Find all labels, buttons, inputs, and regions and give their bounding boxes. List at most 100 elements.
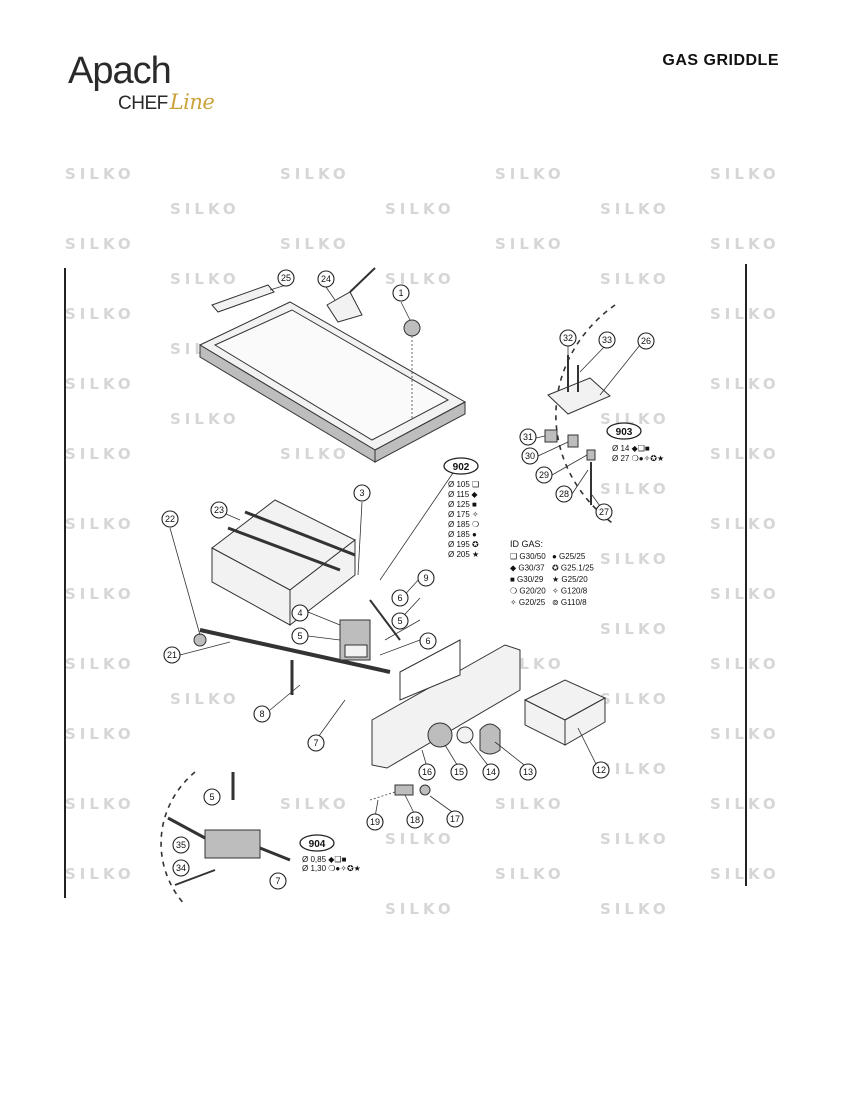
callout-number: 35 xyxy=(176,840,186,850)
callout-circle xyxy=(535,466,553,484)
leader-lines xyxy=(169,284,641,818)
gas-id-right-column: ● G25/25✪ G25.1/25★ G25/20✧ G120/8⊚ G110… xyxy=(552,552,594,607)
watermark-text: SILKO xyxy=(65,445,135,463)
callout-number: 22 xyxy=(165,514,175,524)
callout-number: 3 xyxy=(359,488,364,498)
callout-circle xyxy=(291,627,309,645)
brand-name: Apach xyxy=(68,50,172,92)
watermark-text: SILKO xyxy=(710,165,780,183)
brand-sub: CHEF xyxy=(118,93,168,114)
document-title: GAS GRIDDLE xyxy=(662,52,779,69)
legend-entry: Ø 115 ◆ xyxy=(448,490,478,499)
callout-circle xyxy=(353,484,371,502)
watermark-text: SILKO xyxy=(65,375,135,393)
badge-904-label: 904 xyxy=(309,839,326,850)
watermark-text: SILKO xyxy=(600,900,670,918)
callout-number: 5 xyxy=(209,792,214,802)
control-panel xyxy=(371,639,521,769)
brand-subline: CHEFLine xyxy=(118,92,215,114)
legend-entry: Ø 14 ◆❑■ xyxy=(612,444,650,453)
legend-entry: ■ G30/29 xyxy=(510,575,544,584)
watermark-text: SILKO xyxy=(710,585,780,603)
legend-entry: Ø 27 ❍●✧✪★ xyxy=(612,454,664,463)
watermark-text: SILKO xyxy=(280,165,350,183)
watermark-text: SILKO xyxy=(280,795,350,813)
callout-number: 34 xyxy=(176,863,186,873)
callout-number: 5 xyxy=(297,631,302,641)
callout-group: 1345556677891213141516171819212223242526… xyxy=(161,269,655,890)
callout-circle xyxy=(366,813,384,831)
pilot-assembly xyxy=(544,355,611,505)
watermark-text: SILKO xyxy=(170,270,240,288)
callout-number: 21 xyxy=(167,650,177,660)
watermark-text: SILKO xyxy=(65,725,135,743)
gas-id-legend: ID GAS: ❑ G30/50◆ G30/37■ G30/29❍ G20/20… xyxy=(510,539,594,607)
watermark-text: SILKO xyxy=(710,235,780,253)
detail-904-boundary xyxy=(160,771,196,906)
callout-circle xyxy=(419,632,437,650)
legend-entry: Ø 185 ❍ xyxy=(448,520,479,529)
callout-number: 19 xyxy=(370,817,380,827)
callout-number: 32 xyxy=(563,333,573,343)
watermark-text: SILKO xyxy=(710,655,780,673)
watermark-text: SILKO xyxy=(170,410,240,428)
callout-circle xyxy=(446,810,464,828)
watermark-text: SILKO xyxy=(65,865,135,883)
legend-entry: ◆ G30/37 xyxy=(510,564,545,573)
watermark-text: SILKO xyxy=(710,445,780,463)
callout-number: 29 xyxy=(539,470,549,480)
watermark-text: SILKO xyxy=(495,865,565,883)
legend-entry: Ø 175 ✧ xyxy=(448,510,479,519)
callout-number: 25 xyxy=(281,273,291,283)
watermark-text: SILKO xyxy=(170,200,240,218)
badge-902-label: 902 xyxy=(453,462,470,473)
legend-entry: Ø 125 ■ xyxy=(448,500,477,509)
callout-circle xyxy=(519,763,537,781)
callout-number: 12 xyxy=(596,765,606,775)
frame-left-line xyxy=(64,268,66,898)
watermark-text: SILKO xyxy=(280,235,350,253)
watermark-text: SILKO xyxy=(600,480,670,498)
callout-circle xyxy=(277,269,295,287)
watermark-text: SILKO xyxy=(600,550,670,568)
callout-number: 31 xyxy=(523,432,533,442)
callout-circle xyxy=(253,705,271,723)
legend-entry: Ø 185 ● xyxy=(448,530,477,539)
brand-logo: Apach CHEFLine xyxy=(68,52,228,114)
watermark-text: SILKO xyxy=(385,270,455,288)
callout-circle xyxy=(519,428,537,446)
watermark-text: SILKO xyxy=(600,270,670,288)
knob-part xyxy=(403,319,421,337)
callout-circle xyxy=(637,332,655,350)
callout-circle xyxy=(317,270,335,288)
callout-circle xyxy=(406,811,424,829)
callout-circle xyxy=(269,872,287,890)
legend-entry: ⊚ G110/8 xyxy=(552,598,587,607)
watermark-text: SILKO xyxy=(495,235,565,253)
callout-number: 23 xyxy=(214,505,224,515)
callout-number: 27 xyxy=(599,507,609,517)
griddle-plate xyxy=(198,301,467,463)
thermocouple xyxy=(369,784,431,801)
legend-entry: Ø 105 ❑ xyxy=(448,480,479,489)
badge-903: 903 xyxy=(606,422,642,440)
legend-entry: ● G25/25 xyxy=(552,552,586,561)
burner-housing xyxy=(211,499,356,627)
callout-number: 6 xyxy=(425,636,430,646)
legend-entry: Ø 195 ✪ xyxy=(448,540,479,549)
gas-id-left-column: ❑ G30/50◆ G30/37■ G30/29❍ G20/20✧ G20/25 xyxy=(510,552,546,607)
watermark-text: SILKO xyxy=(280,445,350,463)
callout-circle xyxy=(482,763,500,781)
legend-902: Ø 105 ❑Ø 115 ◆Ø 125 ■Ø 175 ✧Ø 185 ❍Ø 185… xyxy=(448,480,479,559)
legend-entry: Ø 0,85 ◆❑■ xyxy=(302,855,347,864)
watermark-text: SILKO xyxy=(170,690,240,708)
gas-id-title: ID GAS: xyxy=(510,539,543,549)
callout-circle xyxy=(172,859,190,877)
drip-tray xyxy=(523,679,607,746)
callout-number: 5 xyxy=(397,616,402,626)
callout-number: 8 xyxy=(259,709,264,719)
watermark-text: SILKO xyxy=(710,305,780,323)
detail-903-boundary xyxy=(555,304,616,526)
legend-entry: ❍ G20/20 xyxy=(510,587,546,596)
